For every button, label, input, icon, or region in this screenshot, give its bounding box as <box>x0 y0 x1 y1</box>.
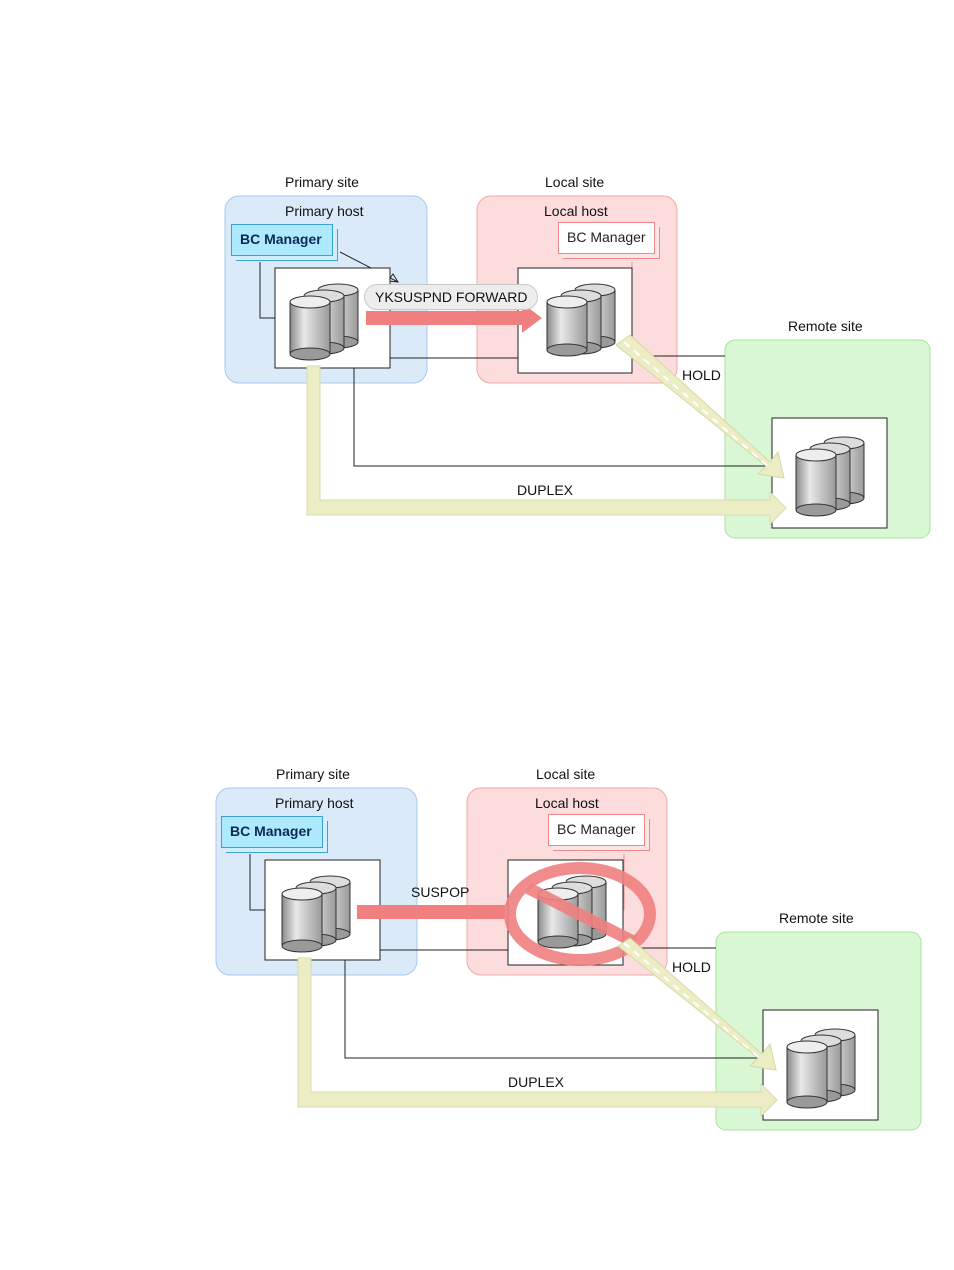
primary-host-label: Primary host <box>285 203 364 219</box>
duplex-arrow <box>298 958 777 1116</box>
local-site-label: Local site <box>536 766 595 782</box>
bc-manager-primary: BC Manager <box>231 224 333 256</box>
primary-site-label: Primary site <box>285 174 359 190</box>
bc-manager-local: BC Manager <box>558 222 655 254</box>
primary-site-label: Primary site <box>276 766 350 782</box>
duplex-label: DUPLEX <box>508 1074 564 1090</box>
suspop-arrow <box>357 905 505 919</box>
hold-label: HOLD <box>672 959 711 975</box>
local-host-label: Local host <box>535 795 599 811</box>
command-label: YKSUSPND FORWARD <box>364 284 538 310</box>
diagram-yksuspnd-forward: Primary site Primary host BC Manager Loc… <box>0 0 954 635</box>
local-host-label: Local host <box>544 203 608 219</box>
command-label: SUSPOP <box>411 884 469 900</box>
duplex-arrow <box>307 366 786 524</box>
remote-site-label: Remote site <box>779 910 854 926</box>
duplex-label: DUPLEX <box>517 482 573 498</box>
bc-manager-local: BC Manager <box>548 814 645 846</box>
primary-host-label: Primary host <box>275 795 354 811</box>
remote-site-label: Remote site <box>788 318 863 334</box>
hold-label: HOLD <box>682 367 721 383</box>
diagram-suspop: Primary site Primary host BC Manager Loc… <box>0 592 954 1227</box>
local-site-label: Local site <box>545 174 604 190</box>
bc-manager-primary: BC Manager <box>221 816 323 848</box>
